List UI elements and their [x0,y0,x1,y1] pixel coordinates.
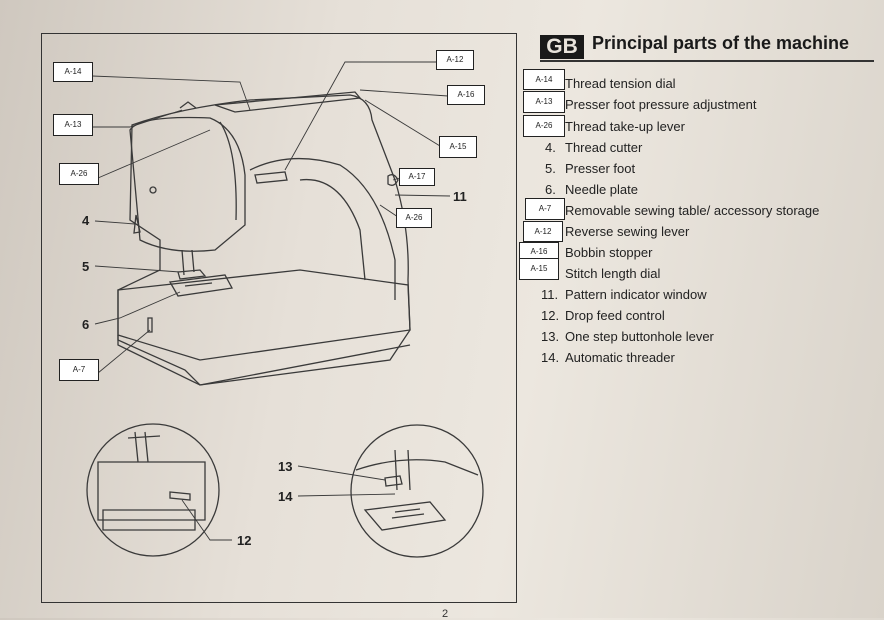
list-tag: A-7 [525,198,565,220]
list-number: 11. [541,287,559,302]
list-item: Drop feed control [565,308,665,323]
diagram-tag-a7: A-7 [59,359,99,381]
diagram-number-14: 14 [278,489,293,504]
list-tag: A-14 [523,69,565,90]
diagram-tag-a15: A-15 [439,136,477,158]
list-number: 12. [541,308,560,323]
list-item: Presser foot [565,161,636,176]
diagram-number-12: 12 [237,533,252,548]
list-number: 6. [545,182,556,197]
diagram-tag-a16: A-16 [447,85,485,105]
diagram-number-5: 5 [82,259,90,274]
diagram-tag-a14: A-14 [53,62,93,82]
list-item: Bobbin stopper [565,245,653,260]
list-item: Presser foot pressure adjustment [565,97,757,112]
diagram-tag-a17: A-17 [399,168,435,186]
list-item: Automatic threader [565,350,675,365]
list-item: Reverse sewing lever [565,224,690,239]
list-number: 13. [541,329,560,344]
list-item: Removable sewing table/ accessory storag… [565,203,820,218]
list-item: Thread tension dial [565,76,676,91]
diagram-number-4: 4 [82,213,90,228]
page-number: 2 [442,608,449,620]
diagram-tag-a12: A-12 [436,50,474,70]
list-tag: A-15 [519,258,559,280]
diagram-number-13: 13 [278,459,293,474]
language-badge: GB [540,35,584,59]
diagram-tag-a13: A-13 [53,114,93,136]
list-number: 5. [545,161,556,176]
list-tag: A-26 [523,115,565,137]
diagram-tag-a26-lower: A-26 [396,208,432,228]
list-tag: A-13 [523,91,565,113]
list-item: One step buttonhole lever [565,329,714,344]
diagram-tag-a26: A-26 [59,163,99,185]
diagram-number-6: 6 [82,317,90,332]
list-item: Pattern indicator window [565,287,707,302]
list-item: Thread take-up lever [565,119,685,134]
list-item: Thread cutter [565,140,643,155]
list-number: 14. [541,350,560,365]
diagram-number-11: 11 [453,189,467,204]
heading-rule [540,60,874,62]
list-number: 4. [545,140,556,155]
illustration-frame [41,33,517,603]
list-item: Stitch length dial [565,266,661,281]
page-title: Principal parts of the machine [592,33,850,53]
list-item: Needle plate [565,182,638,197]
list-tag: A-12 [523,221,563,242]
